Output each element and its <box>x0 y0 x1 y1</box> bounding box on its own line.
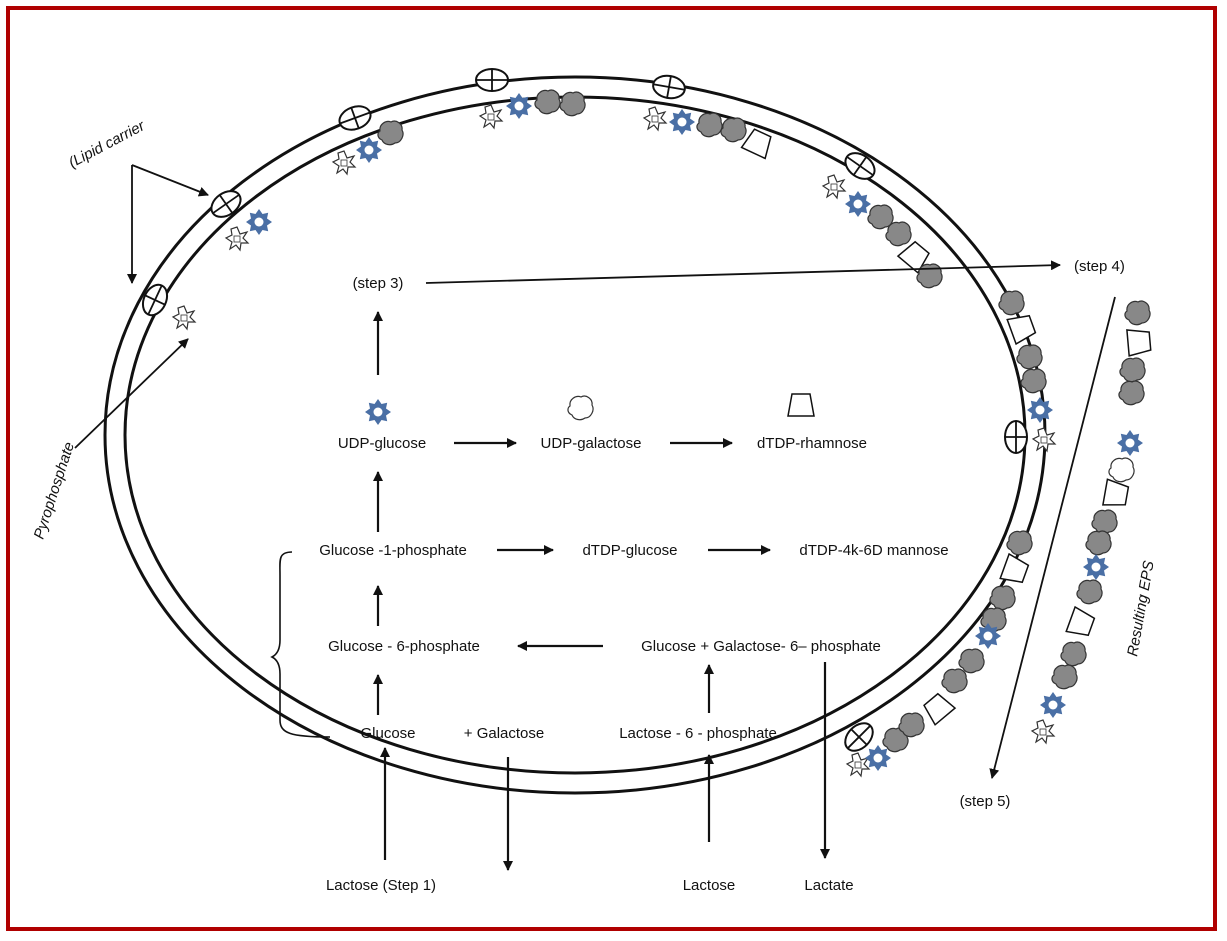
resulting-eps-label: Resulting EPS <box>1124 559 1158 657</box>
step4-label: (step 4) <box>1074 258 1125 275</box>
dtdp-mannose-label: dTDP-4k-6D mannose <box>799 542 948 559</box>
glucose-1-phosphate-label: Glucose -1-phosphate <box>319 542 467 559</box>
lipid-carrier-anchor <box>335 101 375 135</box>
udp-glucose-label: UDP-glucose <box>338 435 426 452</box>
dtdp-rhamnose-icon <box>787 393 815 417</box>
lactose-step1-label: Lactose (Step 1) <box>326 877 436 894</box>
galactose-label: + Galactose <box>464 725 544 742</box>
glucose-label: Glucose <box>360 725 415 742</box>
lipid-carrier-label: (Lipid carrier <box>66 117 148 172</box>
lipid-carrier-anchor <box>650 72 688 102</box>
lipid-carrier-arrow-1 <box>131 164 209 197</box>
udp-glucose-icon <box>365 399 391 425</box>
glucose-6-phosphate-label: Glucose - 6-phosphate <box>328 638 480 655</box>
sugar-chain-3 <box>332 120 404 175</box>
glucose-brace <box>270 551 331 738</box>
pyrophosphate-arrow <box>74 338 189 449</box>
pyrophosphate-label: Pyrophosphate <box>31 440 78 541</box>
lipid-carrier-anchor <box>475 68 509 92</box>
step4-to-step5-arrow <box>989 296 1116 779</box>
glucose-galactose-6-phosphate-label: Glucose + Galactose- 6– phosphate <box>641 638 881 655</box>
step5-label: (step 5) <box>960 793 1011 810</box>
dtdp-rhamnose-label: dTDP-rhamnose <box>757 435 867 452</box>
step3-to-step4-arrow <box>425 260 1061 284</box>
lipid-carrier-anchor <box>1004 420 1028 454</box>
dtdp-glucose-label: dTDP-glucose <box>582 542 677 559</box>
lactate-label: Lactate <box>804 877 853 894</box>
diagram-frame <box>6 6 1217 931</box>
lactose-6-phosphate-label: Lactose - 6 - phosphate <box>619 725 777 742</box>
lipid-carrier-anchor <box>839 146 881 186</box>
sugar-chain-8 <box>975 530 1033 649</box>
sugar-chain-9 <box>846 648 985 777</box>
lipid-carrier-anchor <box>137 279 173 321</box>
resulting-eps-chain <box>1031 300 1152 744</box>
sugar-chain-4 <box>479 89 586 129</box>
step3-label: (step 3) <box>353 275 404 292</box>
sugar-chain-1 <box>172 305 196 330</box>
lipid-carrier-anchor <box>205 184 247 224</box>
udp-galactose-label: UDP-galactose <box>541 435 642 452</box>
sugar-chain-5 <box>643 106 776 160</box>
udp-galactose-icon <box>567 395 594 421</box>
lactose-label: Lactose <box>683 877 736 894</box>
